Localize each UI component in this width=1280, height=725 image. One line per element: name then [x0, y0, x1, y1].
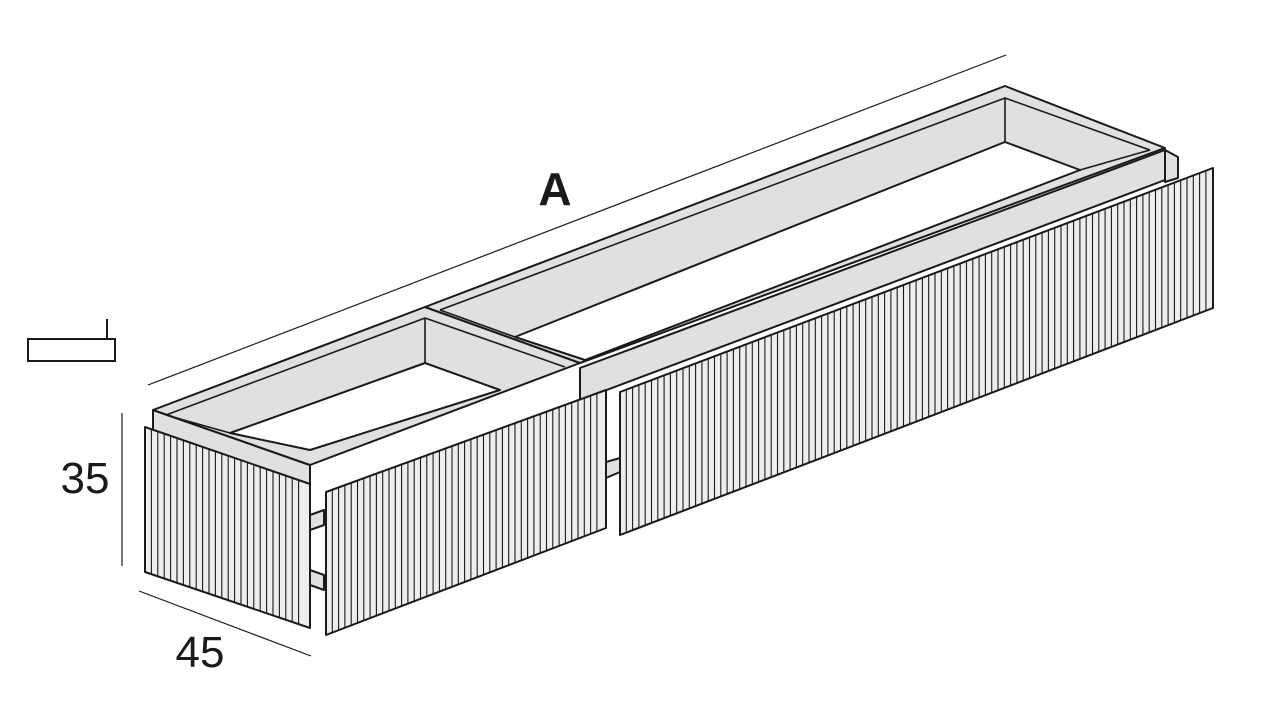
- left-drawer-front[interactable]: [325, 389, 607, 636]
- depth-label: 45: [176, 628, 225, 677]
- shelf-lip-right: [605, 457, 621, 479]
- height-label: 35: [61, 454, 110, 503]
- depth-dimension-line: [138, 590, 312, 657]
- wall-mount-icon: [27, 319, 116, 362]
- carcass-right-end: [1164, 149, 1179, 183]
- cabinet-body: [152, 85, 1179, 591]
- left-compartment-opening: [229, 362, 501, 451]
- shelf-lip-left-lower: [309, 569, 325, 591]
- width-dimension-line: [147, 54, 1007, 386]
- right-drawer-front[interactable]: [619, 167, 1214, 536]
- width-label: A: [538, 163, 571, 215]
- shelf-lip-left: [309, 509, 325, 531]
- left-side-fluted-panel: [144, 426, 311, 629]
